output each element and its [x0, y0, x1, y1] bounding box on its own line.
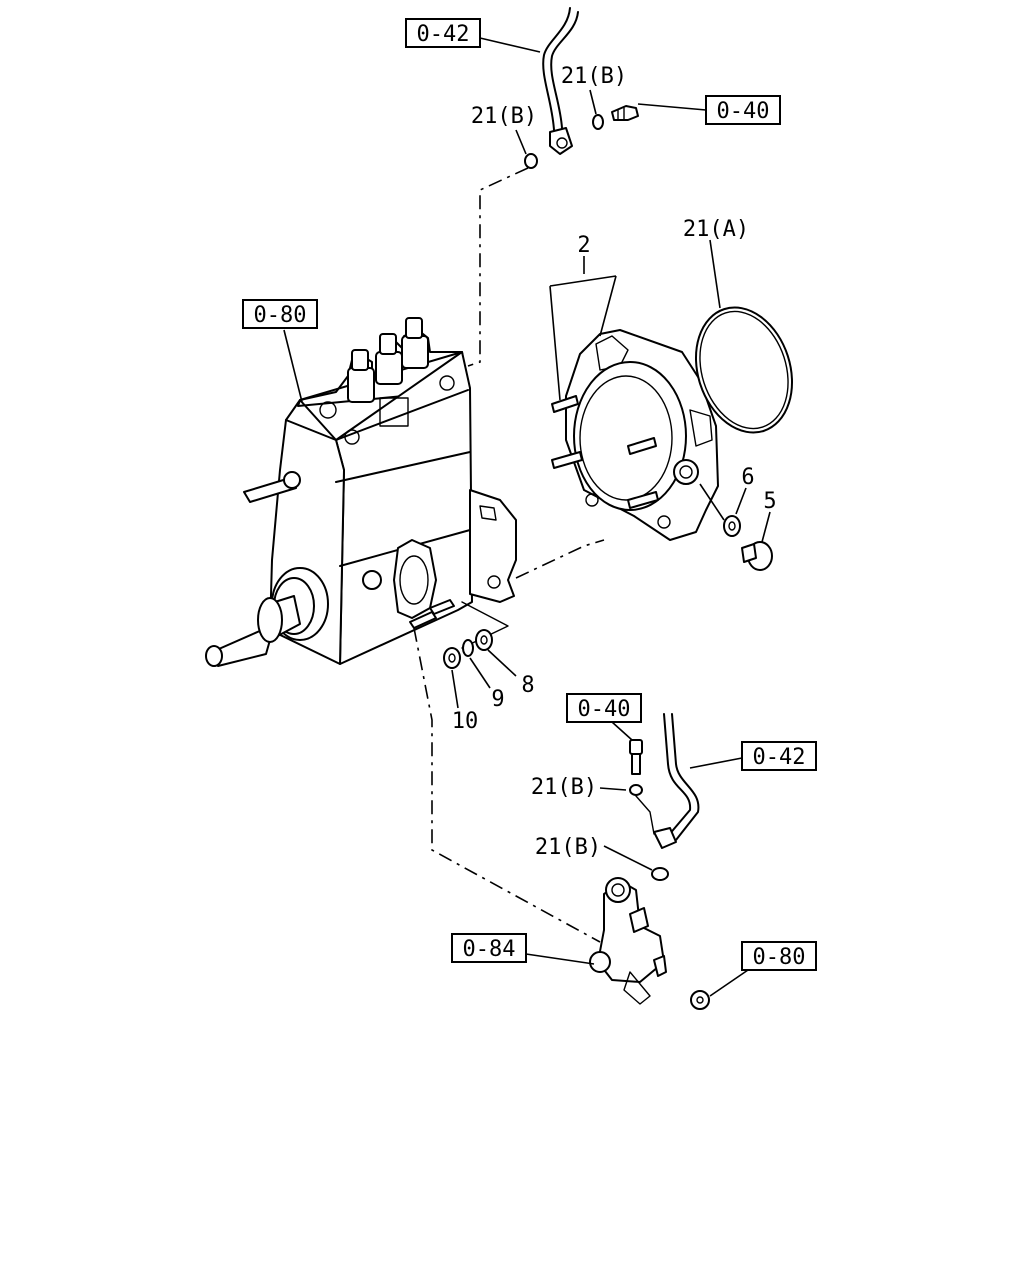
- nut-bottom: [690, 990, 710, 1010]
- spring-washer-9: [462, 639, 474, 657]
- timer-cover-plate: [551, 329, 719, 541]
- svg-text:0-84: 0-84: [463, 937, 516, 962]
- drive-shaft: [205, 567, 329, 667]
- svg-text:0-40: 0-40: [717, 99, 770, 124]
- eye-bolt-mid: [629, 739, 643, 775]
- label-21b-lower: 21(B): [535, 835, 601, 860]
- svg-text:0-80: 0-80: [753, 945, 806, 970]
- label-21b-top-right: 21(B): [561, 64, 627, 89]
- o-ring: [694, 306, 794, 434]
- washer-mid: [629, 784, 643, 796]
- delivery-valve-1: [347, 349, 375, 403]
- label-5: 5: [763, 489, 776, 514]
- label-9: 9: [491, 687, 504, 712]
- washer-top-left: [524, 153, 538, 169]
- label-6: 6: [741, 465, 754, 490]
- nut-10: [443, 647, 461, 669]
- label-8: 8: [521, 673, 534, 698]
- ref-box-0-42-mid: 0-42: [741, 741, 817, 771]
- ref-box-0-84: 0-84: [451, 933, 527, 963]
- washer-top-right: [592, 114, 604, 130]
- fuel-pipe-top: [542, 7, 579, 155]
- ref-box-0-80-bottom: 0-80: [741, 941, 817, 971]
- svg-text:0-40: 0-40: [578, 697, 631, 722]
- label-21b-top-left: 21(B): [471, 104, 537, 129]
- washer-8: [475, 629, 493, 651]
- svg-text:0-42: 0-42: [753, 745, 806, 770]
- washer-lower: [651, 867, 669, 881]
- feed-pump: [589, 877, 667, 1005]
- ref-box-0-42-top: 0-42: [405, 18, 481, 48]
- delivery-valve-3: [401, 317, 429, 369]
- ref-box-0-80-left: 0-80: [242, 299, 318, 329]
- delivery-valve-2: [375, 333, 403, 385]
- injection-pump-body: [205, 317, 517, 667]
- ref-box-0-40-mid: 0-40: [566, 693, 642, 723]
- svg-text:0-42: 0-42: [417, 22, 470, 47]
- plug-5: [741, 541, 773, 571]
- eye-bolt-top: [611, 105, 639, 121]
- fuel-pipe-mid: [653, 713, 700, 849]
- label-10: 10: [452, 709, 479, 734]
- washer-6: [723, 515, 741, 537]
- label-21a: 21(A): [683, 217, 749, 242]
- label-21b-mid: 21(B): [531, 775, 597, 800]
- svg-text:0-80: 0-80: [254, 303, 307, 328]
- ref-box-0-40-top: 0-40: [705, 95, 781, 125]
- label-2: 2: [577, 233, 590, 258]
